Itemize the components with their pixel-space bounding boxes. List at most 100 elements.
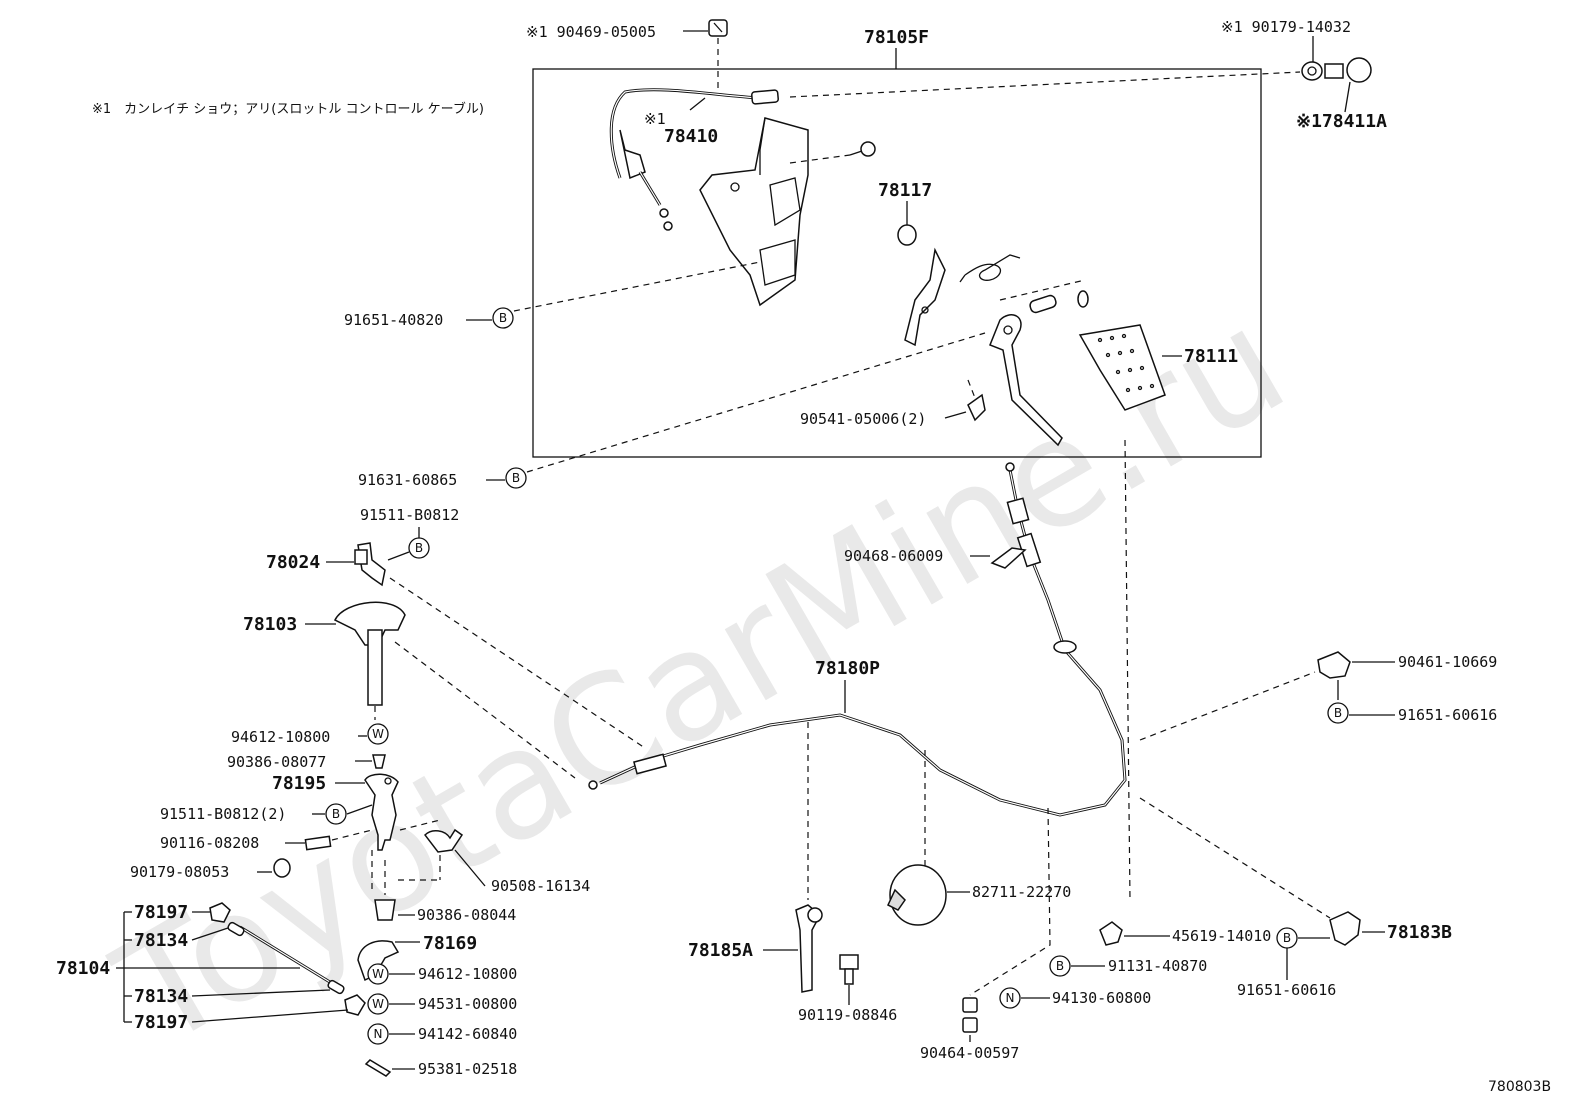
symbol-W-94612-10800-bottom: W [367, 963, 389, 985]
assembly-box-78105F [532, 68, 1262, 458]
lever-78195 [364, 773, 399, 851]
bracket-78024 [354, 542, 386, 587]
clip-90464-00597 [962, 997, 978, 1033]
svg-text:N: N [1006, 991, 1015, 1005]
symbol-B-91651-60616-top: B [1327, 702, 1349, 724]
label-90468-06009: 90468-06009 [844, 547, 943, 565]
label-78185A: 78185A [688, 940, 753, 961]
symbol-N-94130-60800: N [999, 987, 1021, 1009]
svg-text:B: B [499, 311, 507, 325]
nut-90179-08053 [273, 858, 291, 878]
clamp-82711-22270 [887, 864, 947, 926]
label-78197-top: 78197 [134, 902, 188, 923]
label-78104: 78104 [56, 958, 110, 979]
pin-95381-02518 [364, 1059, 392, 1077]
svg-text:B: B [1334, 706, 1342, 720]
label-94142-60840: 94142-60840 [418, 1025, 517, 1043]
svg-text:W: W [372, 997, 384, 1011]
label-91511-B0812-top: 91511-B0812 [360, 506, 459, 524]
label-91631-60865: 91631-60865 [358, 471, 457, 489]
label-178411A: ※178411A [1296, 111, 1387, 132]
symbol-B-91631-60865: B [505, 467, 527, 489]
clamp-90461-10669 [1317, 651, 1351, 679]
label-45619-14010: 45619-14010 [1172, 927, 1271, 945]
label-78105F: 78105F [864, 27, 929, 48]
svg-text:W: W [372, 967, 384, 981]
label-90386-08077: 90386-08077 [227, 753, 326, 771]
rod-78104 [227, 921, 345, 995]
svg-text:B: B [332, 807, 340, 821]
clip-90541-05006 [967, 393, 986, 422]
throttle-cable [588, 462, 1127, 817]
svg-text:N: N [374, 1027, 383, 1041]
label-94612-10800-bottom: 94612-10800 [418, 965, 517, 983]
diagram-code: 780803B [1488, 1079, 1551, 1095]
label-78103: 78103 [243, 614, 297, 635]
label-78024: 78024 [266, 552, 320, 573]
label-90461-10669: 90461-10669 [1398, 653, 1497, 671]
label-78117: 78117 [878, 180, 932, 201]
label-91651-60616-bottom: 91651-60616 [1237, 981, 1336, 999]
label-78180P: 78180P [815, 658, 880, 679]
symbol-B-91651-40820: B [492, 307, 514, 329]
label-91131-40870: 91131-40870 [1108, 957, 1207, 975]
cushion-90386-08077 [372, 754, 386, 769]
label-78111: 78111 [1184, 346, 1238, 367]
label-82711-22270: 82711-22270 [972, 883, 1071, 901]
footnote: ※1 カンレイチ ショウ；アリ(スロットル コントロール ケーブル) [92, 101, 484, 117]
symbol-W-94612-10800-top: W [367, 723, 389, 745]
bolt-90116-08208 [304, 835, 332, 851]
symbol-B-91651-60616-bottom: B [1276, 927, 1298, 949]
label-78134-top: 78134 [134, 930, 188, 951]
label-78134-bottom: 78134 [134, 986, 188, 1007]
label-78169: 78169 [423, 933, 477, 954]
bolt-91651-40820-top [849, 141, 876, 157]
svg-text:B: B [512, 471, 520, 485]
label-94130-60800: 94130-60800 [1052, 989, 1151, 1007]
pin [1029, 294, 1057, 314]
clamp-78183B [1329, 911, 1361, 946]
label-78195: 78195 [272, 773, 326, 794]
grommet-45619-14010 [1099, 921, 1123, 946]
label-90179-14032: ※1 90179-14032 [1221, 18, 1351, 36]
cable-78410 [609, 88, 779, 231]
bolt-178411A [1324, 57, 1372, 83]
nut-90179-14032 [1301, 61, 1323, 81]
label-90116-08208: 90116-08208 [160, 834, 259, 852]
label-90464-00597: 90464-00597 [920, 1044, 1019, 1062]
label-78410-mark: ※1 [644, 110, 666, 128]
clip-90468-06009 [990, 547, 1027, 569]
joint-78197-bottom [344, 994, 366, 1016]
pedal-pad-78111 [1078, 324, 1166, 411]
bushing-78117 [897, 224, 917, 246]
label-90119-08846: 90119-08846 [798, 1006, 897, 1024]
symbol-W-94531-00800: W [367, 993, 389, 1015]
symbol-B-91511-B0812-top: B [408, 537, 430, 559]
label-90508-16134: 90508-16134 [491, 877, 590, 895]
label-90386-08044: 90386-08044 [417, 906, 516, 924]
label-78197-bottom: 78197 [134, 1012, 188, 1033]
pedal-bracket [699, 117, 809, 307]
label-90541-05006: 90541-05006(2) [800, 410, 926, 428]
spring-90508-16134 [424, 828, 464, 853]
label-90179-08053: 90179-08053 [130, 863, 229, 881]
label-90469-05005: ※1 90469-05005 [526, 23, 656, 41]
label-91651-40820: 91651-40820 [344, 311, 443, 329]
label-91651-60616-top: 91651-60616 [1398, 706, 1497, 724]
bracket-78185A [795, 904, 823, 993]
svg-text:B: B [1283, 931, 1291, 945]
symbol-B-91131-40870: B [1049, 955, 1071, 977]
joint-78197-top [209, 902, 231, 923]
label-95381-02518: 95381-02518 [418, 1060, 517, 1078]
svg-text:W: W [372, 727, 384, 741]
svg-text:B: B [1056, 959, 1064, 973]
bolt-90119-08846 [839, 954, 859, 985]
pedal-arm-bracket [904, 247, 946, 347]
label-94612-10800-top: 94612-10800 [231, 728, 330, 746]
label-78410: 78410 [664, 126, 718, 147]
symbol-B-91511-B0812-2: B [325, 803, 347, 825]
washer [1077, 290, 1089, 308]
pedal-lever [989, 314, 1063, 447]
label-78183B: 78183B [1387, 922, 1452, 943]
